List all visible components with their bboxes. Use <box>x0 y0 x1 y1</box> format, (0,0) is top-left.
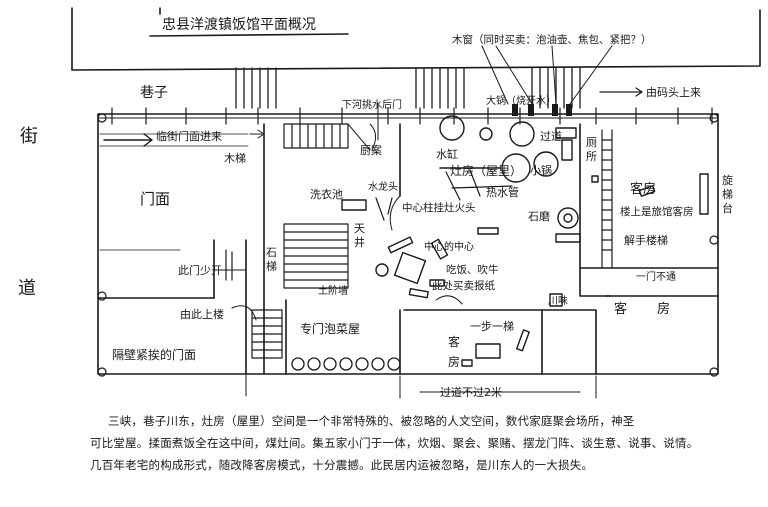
building-outline <box>97 113 719 375</box>
label-beam-stove: 中心柱挂灶火头 <box>402 202 476 214</box>
label-upstairs: 由此上楼 <box>180 308 224 321</box>
label-laundry: 川味 <box>548 296 568 307</box>
label-cooking-area: 此处买卖报纸 <box>432 280 495 292</box>
top-stairs <box>235 67 581 109</box>
label-stone-steps: 土阶墙 <box>318 286 348 297</box>
label-one-stair: 一步一梯 <box>470 320 514 333</box>
interior-walls <box>97 123 719 375</box>
caption-line-1: 三峡，巷子川东，灶房（屋里）空间是一个非常特殊的、被忽略的人文空间，数代家庭聚会… <box>108 414 635 428</box>
label-toilet: 厕所 <box>586 136 597 163</box>
label-wardrobe: 此门少开 <box>178 264 222 277</box>
pickle-jars <box>291 357 401 371</box>
label-small-pot: 小锅 <box>530 164 552 177</box>
label-hot-water-pipe: 热水管 <box>486 186 519 199</box>
label-back-door: 下河挑水后门 <box>342 100 402 111</box>
label-storefront: 门面 <box>140 190 171 208</box>
label-street-2: 道 <box>18 278 36 299</box>
label-alley-width: 过道不过2米 <box>440 386 502 399</box>
label-passage: 过道 <box>540 130 562 143</box>
label-sink: 洗衣池 <box>310 188 343 201</box>
kitchen-items <box>439 115 581 307</box>
label-guest-room-bottom: 客房 <box>614 302 701 317</box>
label-stove-room: 灶房（屋里） <box>450 164 523 178</box>
label-upstairs-guest: 楼上是旅馆客房 <box>620 206 694 218</box>
label-guest-room-right: 客房 <box>630 182 657 197</box>
label-firewood-room: 专门泡菜屋 <box>300 322 361 336</box>
label-stairs-2: 石梯 <box>266 246 277 273</box>
stairs-center <box>283 223 349 289</box>
dock-arrow <box>599 87 643 97</box>
caption-line-3: 几百年老宅的构成形式，随改降客房模式，十分震撼。此民居内运被忽略，是川东人的一大… <box>90 458 594 472</box>
window-arrows <box>481 45 613 105</box>
label-upstairs-ladder: 解手楼梯 <box>624 234 668 247</box>
dining-furniture <box>341 173 709 367</box>
label-eating-area: 吃饭、吹牛 <box>446 264 499 276</box>
label-faucet: 水龙头 <box>368 182 398 193</box>
stairs-left <box>251 309 283 359</box>
caption-line-2: 可比堂屋。揉面煮饭全在这中间，煤灶间。集五家小门于一体，炊烟、聚会、聚赌、摆龙门… <box>90 436 699 450</box>
label-facade-entry: 临街门面进来 <box>156 130 222 143</box>
small-marks <box>99 169 513 281</box>
label-platform: 旋梯台 <box>722 174 733 215</box>
label-one-door-only: 一门不通 <box>636 272 676 283</box>
stairs-right <box>601 129 613 269</box>
label-wood-stairs: 木梯 <box>224 152 246 165</box>
label-neighbor-facade: 隔壁紧挨的门面 <box>112 348 197 362</box>
label-patio: 天井 <box>354 222 365 249</box>
entry-arrow <box>103 133 153 147</box>
label-center-hall: 中心的中心 <box>424 242 474 253</box>
window-marks <box>512 104 572 116</box>
caption-block: 三峡，巷子川东，灶房（屋里）空间是一个非常特殊的、被忽略的人文空间，数代家庭聚会… <box>90 410 748 476</box>
stairs-top-left <box>283 123 376 151</box>
label-to-dock: 由码头上来 <box>646 86 701 99</box>
title-underline <box>149 33 349 37</box>
label-big-pot: 大锅（烧开水） <box>486 96 556 107</box>
page-title: 忠县洋渡镇饭馆平面概况 <box>162 17 316 33</box>
label-kitchen: 厨案 <box>360 144 382 157</box>
label-alley: 巷子 <box>140 85 168 101</box>
label-guest-room-bottom-right: 客房 <box>448 335 461 369</box>
label-water-jar: 水缸 <box>436 148 458 161</box>
label-street-1: 街 <box>20 126 38 147</box>
label-window: 木窗（同时买卖：泡油壶、焦包、紧把？） <box>452 34 652 46</box>
door-swings <box>231 195 463 321</box>
label-stone-mill: 石磨 <box>528 210 550 223</box>
top-wall-circles <box>97 113 719 377</box>
